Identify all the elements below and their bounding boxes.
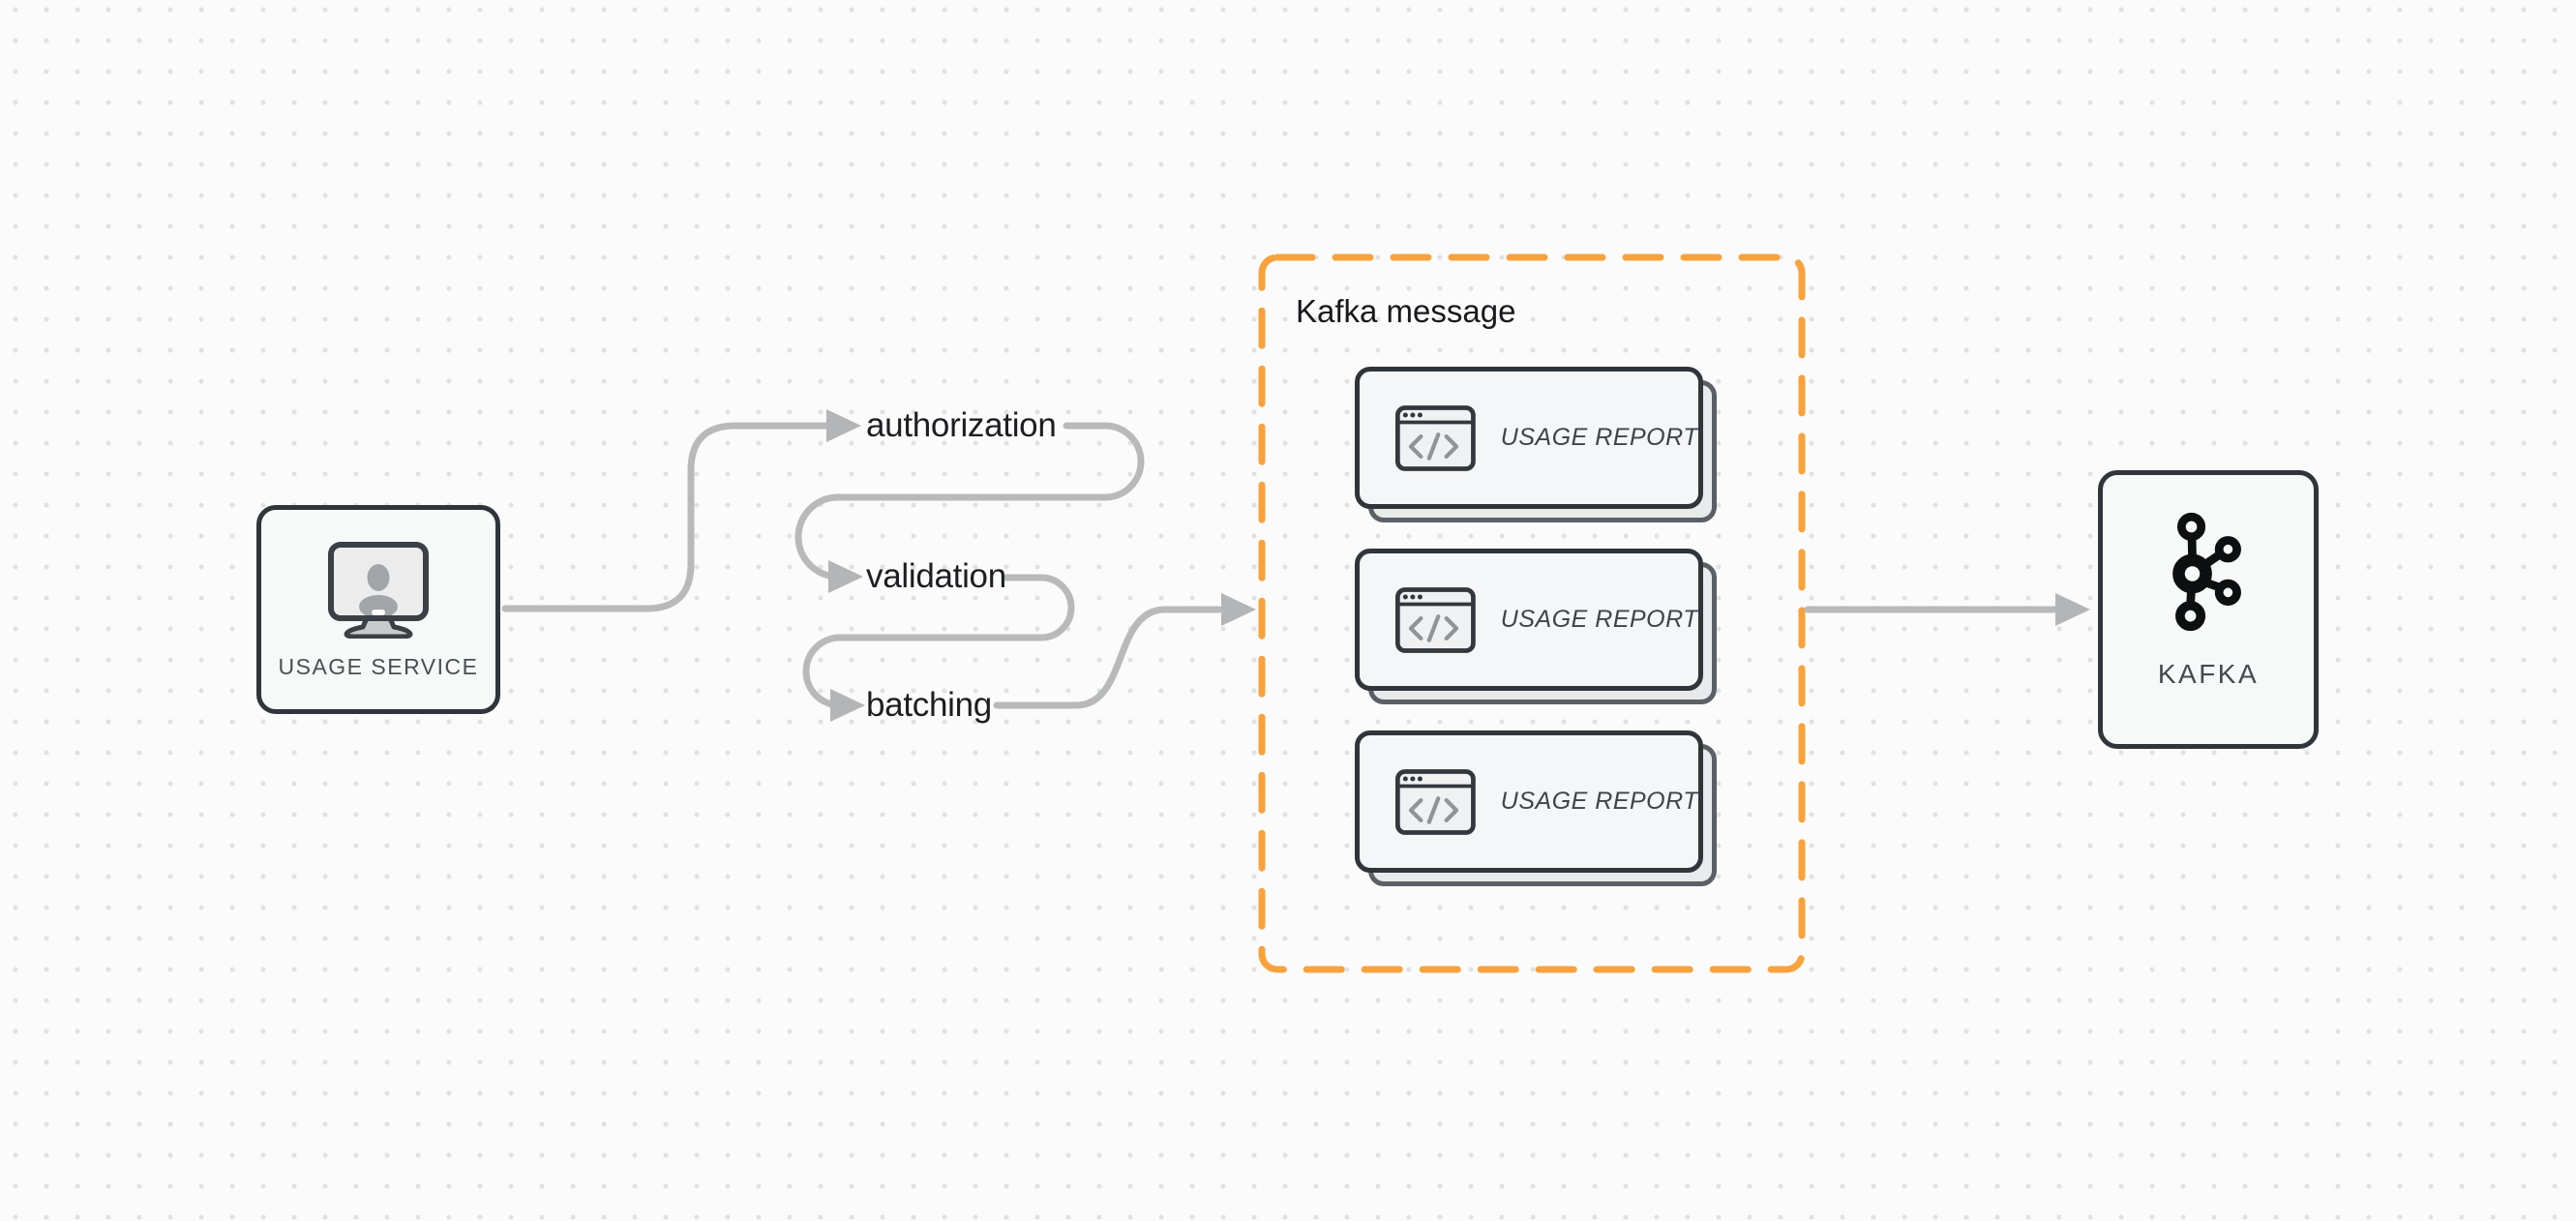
arrow-validation-to-batching xyxy=(802,574,1075,709)
code-window-icon xyxy=(1395,404,1476,471)
arrow-usage-to-authorization xyxy=(501,422,832,612)
arrowhead-kafka-message xyxy=(1221,593,1256,626)
code-window-icon xyxy=(1395,768,1476,835)
flow-step-authorization: authorization xyxy=(866,406,1057,444)
usage-report-card: USAGE REPORT xyxy=(1355,367,1717,522)
arrow-authorization-to-validation xyxy=(794,422,1145,581)
usage-report-card: USAGE REPORT xyxy=(1355,730,1717,886)
kafka-label: KAFKA xyxy=(2157,659,2260,689)
usage-report-label: USAGE REPORT xyxy=(1500,788,1698,815)
usage-report-card: USAGE REPORT xyxy=(1355,549,1717,704)
usage-report-label: USAGE REPORT xyxy=(1500,606,1698,633)
usage-service-label: USAGE SERVICE xyxy=(278,654,479,679)
arrowhead-kafka xyxy=(2055,593,2090,626)
usage-service-node: USAGE SERVICE xyxy=(256,505,500,714)
flow-step-validation: validation xyxy=(866,557,1006,595)
kafka-logo-icon xyxy=(2172,512,2241,632)
arrowhead-batching xyxy=(830,689,865,722)
arrowhead-validation xyxy=(828,560,863,593)
arrowhead-authorization xyxy=(826,409,861,442)
code-window-icon xyxy=(1395,586,1476,653)
arrowheads xyxy=(826,409,2090,722)
flow-step-batching: batching xyxy=(866,686,992,724)
monitor-user-icon xyxy=(328,542,429,639)
usage-report-label: USAGE REPORT xyxy=(1500,424,1698,451)
kafka-node: KAFKA xyxy=(2098,470,2319,749)
kafka-message-title: Kafka message xyxy=(1296,293,1516,329)
arrow-batching-to-kafka-message xyxy=(993,606,1223,709)
kafka-message-group-border xyxy=(1258,253,1806,973)
